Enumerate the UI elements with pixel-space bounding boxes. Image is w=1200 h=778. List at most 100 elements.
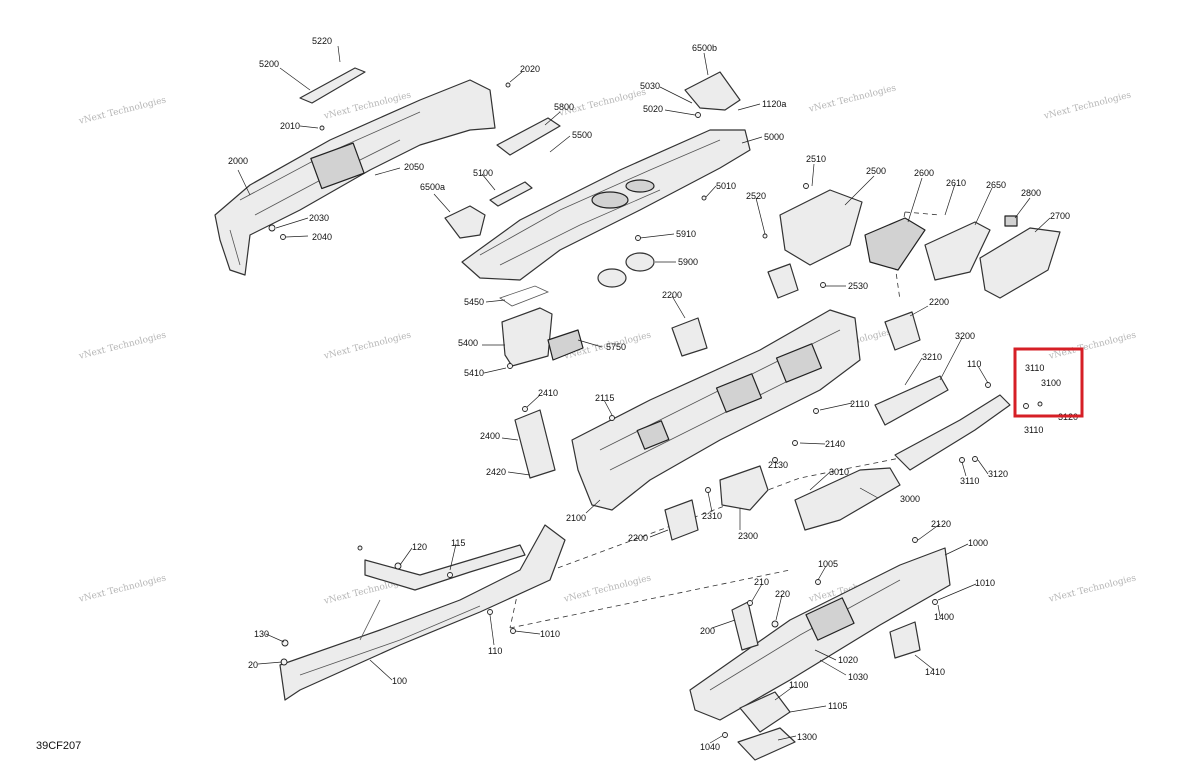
- callout-200[interactable]: 200: [700, 626, 715, 636]
- callout-3210[interactable]: 3210: [922, 352, 942, 362]
- callout-2115[interactable]: 2115: [595, 393, 614, 403]
- part-100-frame[interactable]: [279, 524, 566, 701]
- part-3200-panel[interactable]: [874, 375, 949, 426]
- callout-2500[interactable]: 2500: [866, 166, 886, 176]
- part-2650-lens[interactable]: [924, 221, 991, 281]
- part-1400-vent[interactable]: [889, 621, 921, 659]
- callout-3110[interactable]: 3110: [1024, 425, 1043, 435]
- part-1300-tray[interactable]: [737, 727, 796, 761]
- callout-130[interactable]: 130: [254, 629, 269, 639]
- callout-2130[interactable]: 2130: [768, 460, 788, 470]
- part-2500-pod[interactable]: [779, 189, 863, 266]
- callout-2800[interactable]: 2800: [1021, 188, 1041, 198]
- callout-2020[interactable]: 2020: [520, 64, 540, 74]
- callout-2050[interactable]: 2050: [404, 162, 424, 172]
- callout-1010[interactable]: 1010: [975, 578, 995, 588]
- callout-1040[interactable]: 1040: [700, 742, 720, 752]
- part-6500a-cover[interactable]: [444, 205, 486, 239]
- part-3000-housing[interactable]: [794, 467, 901, 531]
- callout-5030[interactable]: 5030: [640, 81, 660, 91]
- callout-20[interactable]: 20: [248, 660, 258, 670]
- callout-1100[interactable]: 1100: [789, 680, 808, 690]
- callout-115[interactable]: 115: [451, 538, 465, 548]
- callout-2510[interactable]: 2510: [806, 154, 826, 164]
- callout-1300[interactable]: 1300: [797, 732, 817, 742]
- callout-5500[interactable]: 5500: [572, 130, 592, 140]
- callout-1410[interactable]: 1410: [925, 667, 945, 677]
- callout-110[interactable]: 110: [488, 646, 502, 656]
- callout-3200[interactable]: 3200: [955, 331, 975, 341]
- part-2400-switch-panel[interactable]: [514, 409, 556, 479]
- callout-3110[interactable]: 3110: [1025, 363, 1044, 373]
- part-2300-bezel[interactable]: [719, 465, 769, 511]
- callout-120[interactable]: 120: [412, 542, 427, 552]
- part-2700-panel[interactable]: [979, 227, 1061, 299]
- callout-2040[interactable]: 2040: [312, 232, 332, 242]
- part-3100-duct[interactable]: [894, 394, 1011, 471]
- callout-3110[interactable]: 3110: [960, 476, 979, 486]
- callout-3000[interactable]: 3000: [900, 494, 920, 504]
- callout-2120[interactable]: 2120: [931, 519, 951, 529]
- callout-3100[interactable]: 3100: [1041, 378, 1061, 388]
- callout-2530[interactable]: 2530: [848, 281, 868, 291]
- part-5900-cupholders[interactable]: [597, 252, 655, 288]
- part-2200-vent[interactable]: [884, 311, 921, 351]
- callout-2650[interactable]: 2650: [986, 180, 1006, 190]
- callout-6500a[interactable]: 6500a: [420, 182, 445, 192]
- callout-2400[interactable]: 2400: [480, 431, 500, 441]
- callout-220[interactable]: 220: [775, 589, 790, 599]
- callout-5100[interactable]: 5100: [473, 168, 493, 178]
- callout-2100[interactable]: 2100: [566, 513, 586, 523]
- part-5750-mat[interactable]: [547, 329, 584, 361]
- part-2600-frame[interactable]: [864, 217, 926, 271]
- callout-5900[interactable]: 5900: [678, 257, 698, 267]
- callout-5010[interactable]: 5010: [716, 181, 736, 191]
- callout-2520[interactable]: 2520: [746, 191, 766, 201]
- part-5000-center-console[interactable]: [461, 129, 751, 281]
- callout-2200[interactable]: 2200: [662, 290, 682, 300]
- callout-210[interactable]: 210: [754, 577, 769, 587]
- part-5400-bin[interactable]: [501, 307, 553, 367]
- callout-6500b[interactable]: 6500b: [692, 43, 717, 53]
- callout-2200[interactable]: 2200: [929, 297, 949, 307]
- part-2800-clip[interactable]: [1004, 215, 1018, 227]
- part-6500b-cover[interactable]: [684, 71, 741, 111]
- part-5450-gasket[interactable]: [499, 285, 550, 307]
- callout-5020[interactable]: 5020: [643, 104, 663, 114]
- callout-5000[interactable]: 5000: [764, 132, 784, 142]
- part-5200-trim[interactable]: [299, 67, 366, 104]
- callout-2610[interactable]: 2610: [946, 178, 966, 188]
- callout-2140[interactable]: 2140: [825, 439, 845, 449]
- callout-110[interactable]: 110: [967, 359, 981, 369]
- callout-1000[interactable]: 1000: [968, 538, 988, 548]
- part-2100-dashboard[interactable]: [571, 309, 861, 511]
- callout-2310[interactable]: 2310: [702, 511, 722, 521]
- callout-2420[interactable]: 2420: [486, 467, 506, 477]
- callout-3010[interactable]: 3010: [829, 467, 849, 477]
- callout-1400[interactable]: 1400: [934, 612, 954, 622]
- callout-5800[interactable]: 5800: [554, 102, 574, 112]
- callout-5220[interactable]: 5220: [312, 36, 332, 46]
- part-2200-vent[interactable]: [664, 499, 699, 541]
- part-5800-lid[interactable]: [496, 117, 561, 156]
- callout-5750[interactable]: 5750: [606, 342, 626, 352]
- callout-5400[interactable]: 5400: [458, 338, 478, 348]
- callout-2030[interactable]: 2030: [309, 213, 329, 223]
- callout-100[interactable]: 100: [392, 676, 407, 686]
- part-1000-lower-dash[interactable]: [689, 547, 951, 721]
- callout-2410[interactable]: 2410: [538, 388, 558, 398]
- callout-2010[interactable]: 2010: [280, 121, 300, 131]
- callout-2000[interactable]: 2000: [228, 156, 248, 166]
- callout-5200[interactable]: 5200: [259, 59, 279, 69]
- callout-3120[interactable]: 3120: [988, 469, 1008, 479]
- part-2000-rear-panel[interactable]: [214, 79, 496, 276]
- callout-1005[interactable]: 1005: [818, 559, 838, 569]
- callout-5450[interactable]: 5450: [464, 297, 484, 307]
- callout-2300[interactable]: 2300: [738, 531, 758, 541]
- callout-1105[interactable]: 1105: [828, 701, 847, 711]
- callout-5910[interactable]: 5910: [676, 229, 696, 239]
- part-5100-trim[interactable]: [489, 181, 533, 207]
- part-200-bracket[interactable]: [731, 601, 759, 651]
- callout-1010[interactable]: 1010: [540, 629, 560, 639]
- part-2200-vent[interactable]: [671, 317, 708, 357]
